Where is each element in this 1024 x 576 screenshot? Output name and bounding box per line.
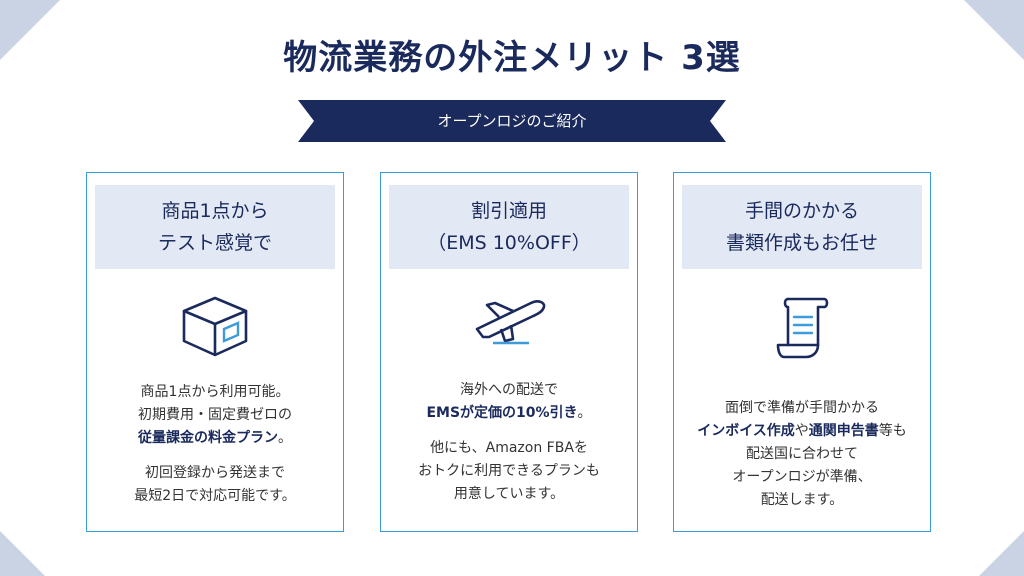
card-heading-line: 書類作成もお任せ	[725, 232, 878, 254]
ribbon-shape	[298, 100, 726, 142]
description-line: EMSが定価の10%引き。	[426, 405, 592, 421]
merit-card-3: 手間のかかる 書類作成もお任せ 面倒で準備が手間かかる インボイス作成や通関申告…	[673, 172, 931, 532]
highlight-text: 従量課金の料金プラン	[138, 430, 278, 446]
card-heading-line: （EMS 10%OFF）	[427, 232, 591, 254]
card-heading-line: 商品1点から	[161, 200, 269, 222]
ribbon-text: オープンロジのご紹介	[437, 112, 587, 130]
card-heading-line: 割引適用	[470, 200, 547, 222]
page-title: 物流業務の外注メリット 3選	[283, 38, 741, 78]
document-scroll-icon	[674, 295, 930, 365]
card-heading-line: テスト感覚で	[157, 232, 272, 254]
card-heading: 手間のかかる 書類作成もお任せ	[682, 185, 922, 269]
description-line: 従量課金の料金プラン。	[138, 430, 292, 446]
merit-card-1: 商品1点から テスト感覚で 商品1点から利用可能。 初期費用・固定費ゼロの 従量…	[86, 172, 344, 532]
description-line: 商品1点から利用可能。	[140, 384, 290, 400]
highlight-text: インボイス作成	[697, 423, 795, 439]
card-heading: 割引適用 （EMS 10%OFF）	[389, 185, 629, 269]
description-line: 用意しています。	[453, 486, 565, 502]
description-line: 最短2日で対応可能です。	[134, 488, 296, 504]
highlight-text: EMSが定価の10%引き	[426, 405, 578, 421]
description-line: 他にも、Amazon FBAを	[430, 440, 588, 456]
box-icon	[87, 295, 343, 363]
corner-decoration-bottom-right	[979, 531, 1024, 576]
ribbon-banner: オープンロジのご紹介	[298, 100, 726, 142]
description-line: 海外への配送で	[460, 382, 558, 398]
description-line: おトクに利用できるプランも	[418, 463, 600, 479]
airplane-icon	[381, 295, 637, 349]
highlight-text: 通関申告書	[808, 423, 879, 439]
description-line: 初期費用・固定費ゼロの	[138, 407, 292, 423]
description-line: 初回登録から発送まで	[145, 465, 285, 481]
description-line: 配送します。	[760, 492, 844, 508]
corner-decoration-bottom-left	[0, 531, 45, 576]
corner-decoration-top-left	[0, 0, 60, 60]
merit-card-2: 割引適用 （EMS 10%OFF） 海外への配送で EMSが定価の10%引き。 …	[380, 172, 638, 532]
description-line: 配送国に合わせて	[746, 446, 858, 462]
description-line: インボイス作成や通関申告書等も	[697, 423, 907, 439]
card-heading-line: 手間のかかる	[744, 200, 859, 222]
card-description: 面倒で準備が手間かかる インボイス作成や通関申告書等も 配送国に合わせて オープ…	[674, 397, 930, 512]
card-description: 海外への配送で EMSが定価の10%引き。 他にも、Amazon FBAを おト…	[381, 379, 637, 506]
card-heading: 商品1点から テスト感覚で	[95, 185, 335, 269]
description-line: 面倒で準備が手間かかる	[725, 400, 879, 416]
description-line: オープンロジが準備、	[732, 469, 872, 485]
card-description: 商品1点から利用可能。 初期費用・固定費ゼロの 従量課金の料金プラン。 初回登録…	[87, 381, 343, 508]
corner-decoration-top-right	[964, 0, 1024, 60]
